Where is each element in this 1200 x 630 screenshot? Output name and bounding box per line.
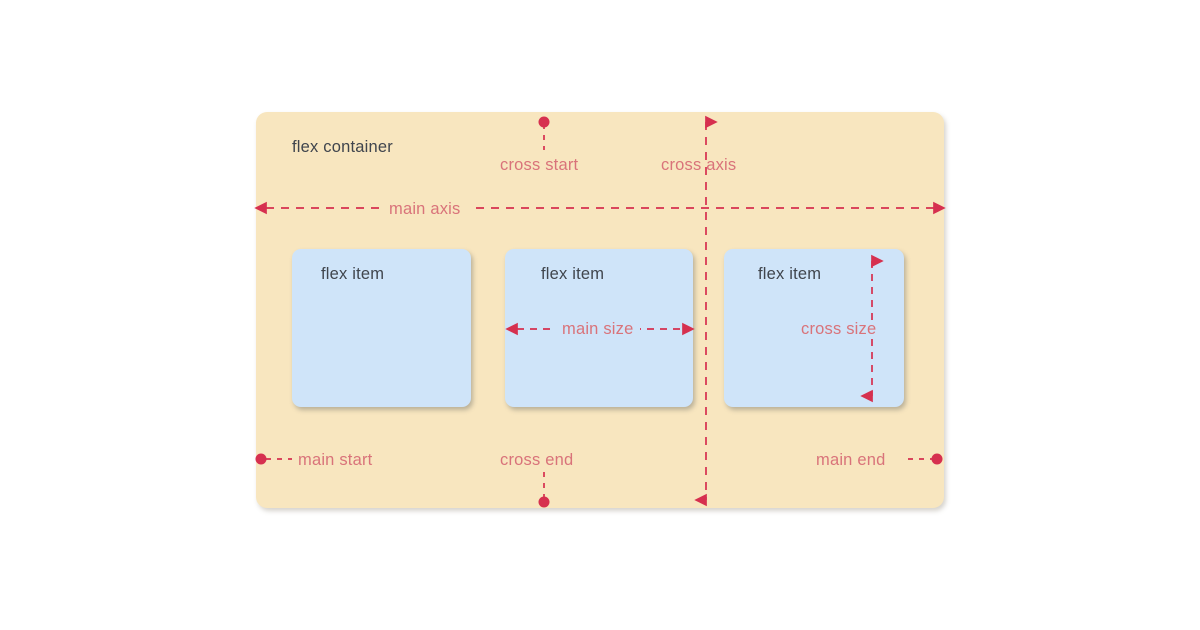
flex-item-2-label: flex item	[541, 265, 605, 283]
main-end-label: main end	[816, 451, 886, 469]
cross-axis-label: cross axis	[661, 156, 737, 174]
main-axis-label: main axis	[381, 200, 469, 219]
cross-end-label: cross end	[500, 451, 574, 469]
cross-size-label: cross size	[795, 320, 883, 339]
flex-item-3-label: flex item	[758, 265, 822, 283]
cross-start-label: cross start	[500, 156, 579, 174]
flex-item-1: flex item	[292, 249, 471, 407]
main-start-label: main start	[298, 451, 373, 469]
flex-container-label: flex container	[292, 138, 393, 156]
flex-item-1-label: flex item	[321, 265, 385, 283]
main-size-label: main size	[556, 320, 640, 339]
